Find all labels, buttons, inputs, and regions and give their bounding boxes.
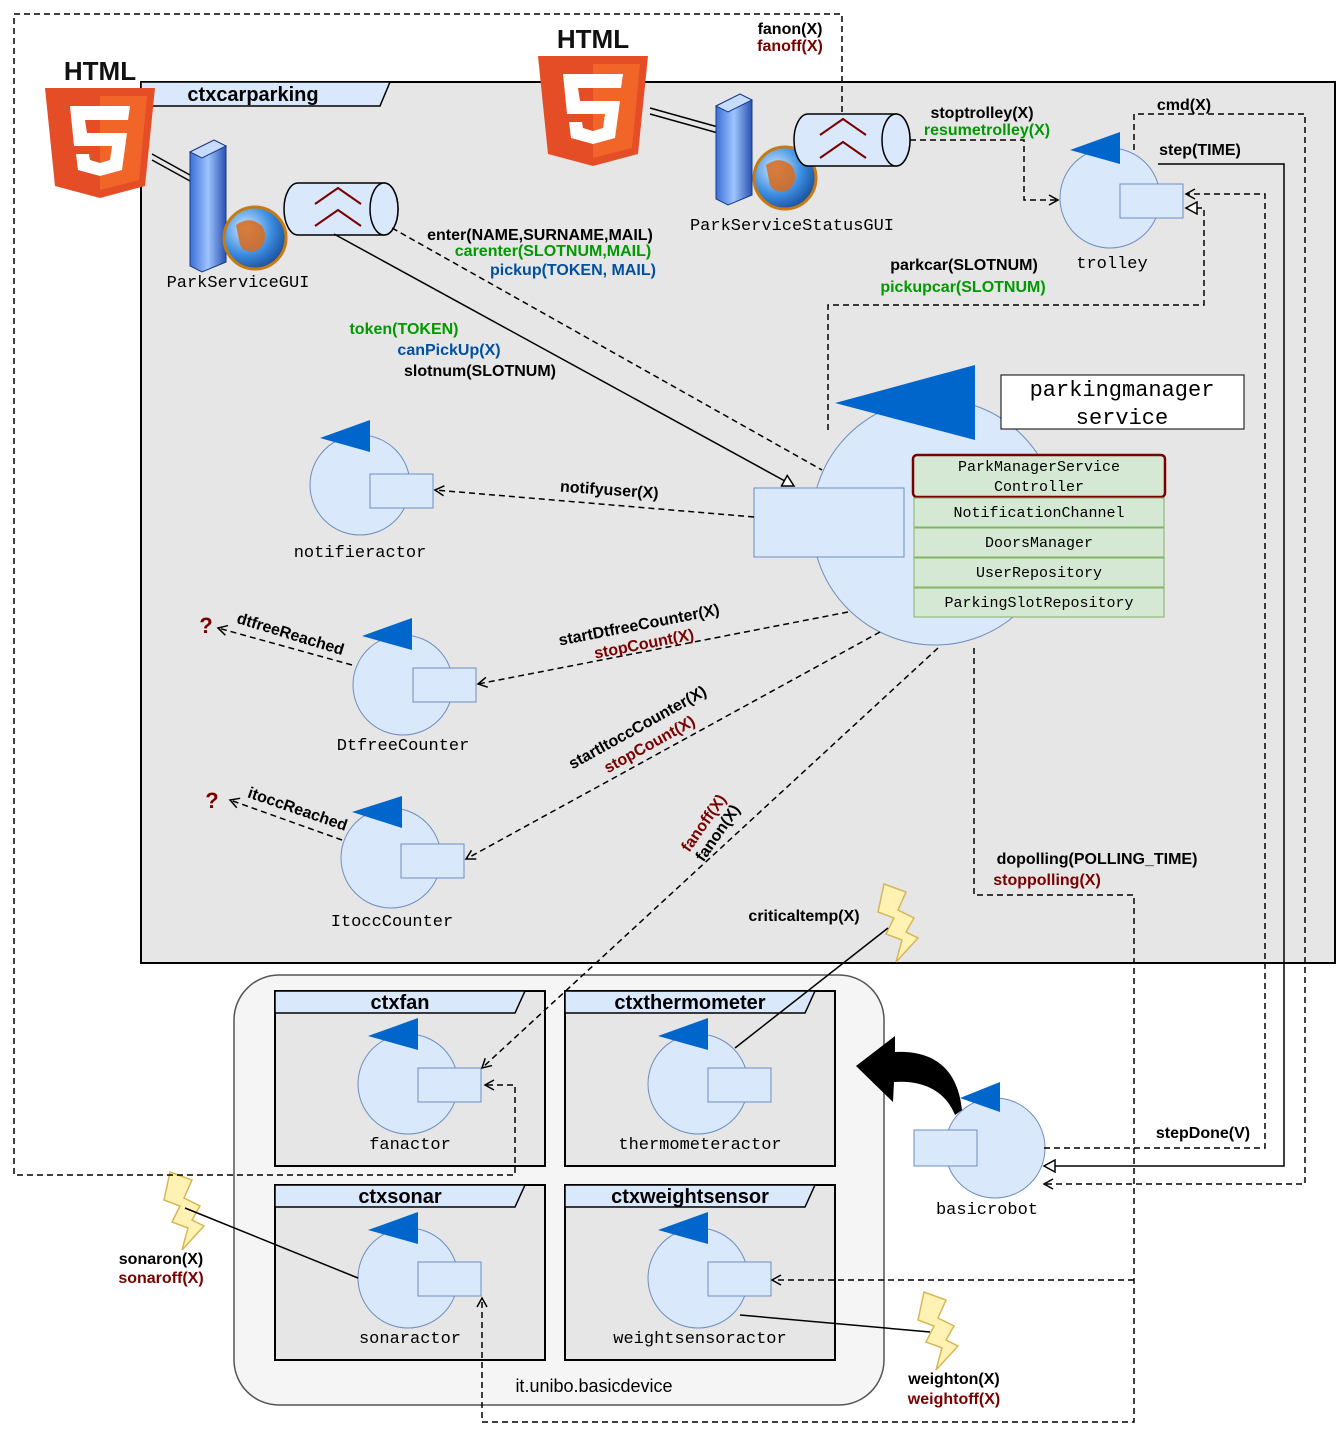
gui-label-statusgui: ParkServiceStatusGUI — [690, 217, 894, 236]
msg-dopolling: dopolling(POLLING_TIME) — [997, 851, 1198, 868]
actor-label-notifier: notifieractor — [294, 544, 427, 563]
lightning-icon — [877, 883, 920, 963]
actor-label-sonar: sonaractor — [359, 1330, 461, 1349]
queue-icon — [793, 113, 911, 167]
lightning-icon — [917, 1291, 960, 1371]
actor-label-itocc: ItoccCounter — [331, 913, 453, 932]
actor-fan: fanactor — [357, 1018, 482, 1155]
actor-thermometer: thermometeractor — [618, 1018, 782, 1155]
actor-dtfree: DtfreeCounter — [337, 618, 477, 756]
html5-icon: HTML — [538, 24, 648, 166]
svg-text:UserRepository: UserRepository — [976, 565, 1102, 582]
msg-sonaroff: sonaroff(X) — [118, 1270, 203, 1287]
actor-basicrobot: basicrobot — [913, 1082, 1046, 1220]
msg-token: token(TOKEN) — [349, 321, 458, 338]
ctxfan-title: ctxfan — [371, 992, 430, 1014]
msg-pickup: pickup(TOKEN, MAIL) — [490, 262, 656, 279]
component-parkingslotrepository: ParkingSlotRepository — [913, 587, 1165, 618]
msg-stepdone: stepDone(V) — [1156, 1125, 1250, 1142]
gui-label-parkservice: ParkServiceGUI — [167, 274, 310, 293]
msg-stoppolling: stoppolling(X) — [993, 872, 1101, 889]
msg-step: step(TIME) — [1159, 142, 1241, 159]
ctxthermometer-title: ctxthermometer — [614, 992, 765, 1014]
actor-trolley: trolley — [1059, 132, 1184, 274]
component-controller: ParkManagerService Controller — [911, 453, 1167, 499]
lightning-icon — [163, 1171, 206, 1251]
svg-text:DoorsManager: DoorsManager — [985, 535, 1093, 552]
svg-text:NotificationChannel: NotificationChannel — [953, 505, 1124, 522]
ctxweightsensor-title: ctxweightsensor — [611, 1186, 769, 1208]
actor-label-trolley: trolley — [1076, 255, 1147, 274]
msg-enter: enter(NAME,SURNAME,MAIL) — [427, 227, 653, 244]
html5-icon: HTML — [45, 56, 155, 198]
component-notificationchannel: NotificationChannel — [913, 497, 1165, 528]
msg-notifyuser: notifyuser(X) — [560, 479, 660, 503]
msg-weightoff: weightoff(X) — [907, 1391, 1000, 1408]
msg-slotnum: slotnum(SLOTNUM) — [404, 363, 556, 380]
actor-sonar: sonaractor — [357, 1212, 482, 1349]
msg-sonaron: sonaron(X) — [119, 1251, 203, 1268]
msg-canpickup: canPickUp(X) — [397, 342, 500, 359]
ctxcarparking-title: ctxcarparking — [187, 84, 318, 106]
basicdevice-label: it.unibo.basicdevice — [515, 1376, 672, 1396]
actor-itocc: ItoccCounter — [331, 796, 465, 932]
actor-notifier: notifieractor — [294, 420, 434, 563]
msg-resumetrolley: resumetrolley(X) — [924, 122, 1050, 139]
msg-fanoff-top: fanoff(X) — [757, 38, 823, 55]
svg-text:HTML: HTML — [557, 24, 629, 54]
server-icon — [188, 139, 288, 273]
actor-label-thermometer: thermometeractor — [618, 1136, 781, 1155]
question-icon: ? — [199, 613, 212, 638]
controller-label-1: ParkManagerService — [958, 459, 1120, 476]
msg-stoptrolley: stoptrolley(X) — [930, 105, 1033, 122]
msg-pickupcar: pickupcar(SLOTNUM) — [880, 279, 1045, 296]
msg-criticaltemp: criticaltemp(X) — [748, 908, 859, 925]
svg-text:HTML: HTML — [64, 56, 136, 86]
component-doorsmanager: DoorsManager — [913, 527, 1165, 558]
controller-label-2: Controller — [994, 479, 1084, 496]
msg-parkcar: parkcar(SLOTNUM) — [890, 257, 1038, 274]
msg-cmd: cmd(X) — [1157, 97, 1211, 114]
actor-label-basicrobot: basicrobot — [936, 1201, 1038, 1220]
question-icon: ? — [205, 788, 218, 813]
actor-weightsensor: weightsensoractor — [613, 1212, 787, 1349]
curved-arrow-icon — [856, 1036, 962, 1115]
actor-label-weightsensor: weightsensoractor — [613, 1330, 786, 1349]
ctxsonar-title: ctxsonar — [358, 1186, 442, 1208]
component-userrepository: UserRepository — [913, 557, 1165, 588]
msg-carenter: carenter(SLOTNUM,MAIL) — [455, 243, 651, 260]
queue-icon — [283, 182, 399, 236]
parkingmanager-title-2: service — [1076, 406, 1168, 431]
msg-fanon-top: fanon(X) — [758, 21, 823, 38]
actor-label-dtfree: DtfreeCounter — [337, 737, 470, 756]
msg-weighton: weighton(X) — [907, 1371, 1000, 1388]
parkingmanager-title-1: parkingmanager — [1030, 378, 1215, 403]
svg-text:ParkingSlotRepository: ParkingSlotRepository — [944, 595, 1133, 612]
actor-label-fan: fanactor — [369, 1136, 451, 1155]
